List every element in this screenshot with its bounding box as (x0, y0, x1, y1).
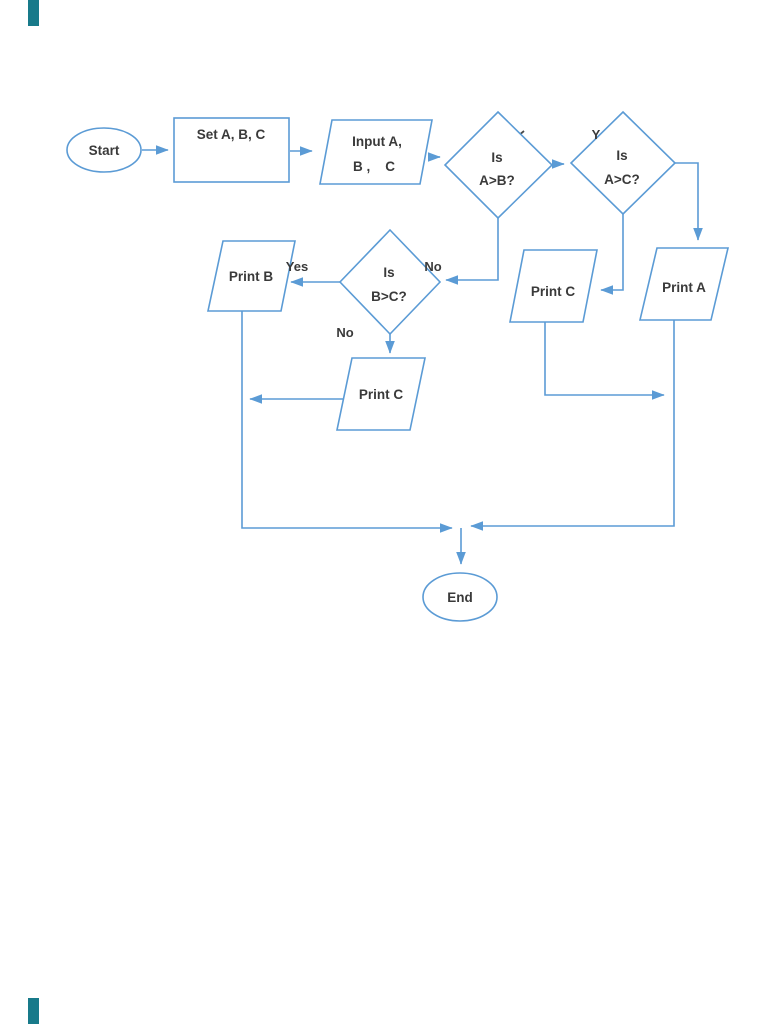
edge-label-yes-to-print-b: Yes (286, 259, 308, 274)
node-end-label: End (447, 590, 473, 605)
node-input-line1: Input A, (352, 134, 402, 149)
node-is-a-gt-c-line2: A>C? (604, 172, 640, 187)
edge-label-yes-to-a-gt-c: Y (592, 127, 601, 142)
node-print-c-bottom: Print C (336, 357, 426, 431)
edge-is-a-gt-b-to-is-b-gt-c (445, 218, 499, 285)
node-is-b-gt-c-line2: B>C? (371, 289, 407, 304)
node-print-a: Print A (638, 247, 730, 321)
edge-print-a-to-junction (470, 320, 675, 531)
edge-label-no-to-b-gt-c: No (424, 259, 441, 274)
node-print-b: Print B (207, 240, 296, 312)
node-start-label: Start (89, 143, 120, 158)
edge-print-b-to-junction (241, 311, 453, 533)
node-start: Start (66, 127, 142, 173)
node-print-b-label: Print B (229, 269, 274, 284)
node-is-a-gt-b: Is A>B? (443, 110, 554, 220)
node-is-a-gt-c-line1: Is (616, 148, 627, 163)
edge-is-a-gt-c-to-print-c-right (600, 214, 624, 295)
node-print-c-bottom-label: Print C (359, 387, 404, 402)
edge-label-no-to-print-c: No (336, 325, 353, 340)
node-is-a-gt-c: Is A>C? (569, 110, 677, 216)
node-print-c-right-label: Print C (531, 284, 576, 299)
node-set-abc: Set A, B, C (173, 117, 290, 183)
node-input-line2: B , C (353, 159, 395, 174)
edge-is-a-gt-c-to-print-a (675, 162, 703, 241)
node-is-b-gt-c-line1: Is (383, 265, 394, 280)
page-edge-marker-bottom (28, 998, 39, 1024)
node-is-a-gt-b-line1: Is (491, 150, 502, 165)
node-set-abc-label: Set A, B, C (197, 127, 266, 142)
edge-print-c-right-to-merge-right (544, 322, 665, 400)
node-input-abc: Input A, B , C (319, 119, 433, 185)
node-print-a-label: Print A (662, 280, 706, 295)
page-edge-marker-top (28, 0, 39, 26)
node-is-a-gt-b-line2: A>B? (479, 173, 515, 188)
node-print-c-right: Print C (509, 249, 598, 323)
node-end: End (422, 572, 498, 622)
node-is-b-gt-c: Is B>C? (338, 228, 442, 336)
